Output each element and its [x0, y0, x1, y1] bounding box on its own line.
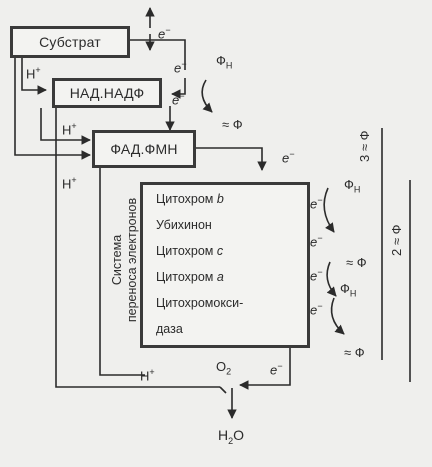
proton-label-4: Н+ [140, 367, 155, 384]
proton-line-3 [40, 108, 91, 145]
proton-label-2: Н+ [62, 121, 77, 138]
electron-line-1 [130, 39, 186, 70]
substrate-box: Субстрат [10, 26, 130, 58]
fad-box: ФАД.ФМН [92, 130, 196, 168]
oxygen-label: О2 [216, 359, 232, 377]
water-label: Н2О [218, 427, 245, 446]
phi-h-label-3: ФН [340, 281, 357, 299]
fad-label: ФАД.ФМН [110, 141, 178, 157]
phi-arrow-4 [330, 297, 345, 335]
phi-arrow-3 [326, 261, 337, 297]
electron-label-top: e− [158, 25, 171, 42]
substrate-label: Субстрат [39, 34, 101, 50]
proton-line-4 [55, 108, 220, 388]
proton-line-1 [21, 58, 47, 95]
proton-label-3: Н+ [62, 175, 77, 192]
electron-chain-label-3: e− [310, 267, 323, 284]
three-phi-label: 3 ≈ Ф [357, 130, 372, 162]
phi-arrow-1 [201, 79, 213, 113]
electron-chain-label-4: e− [310, 301, 323, 318]
electron-chain-label-2: e− [310, 233, 323, 250]
proton-line-5 [99, 168, 145, 376]
proton-label-1: Н+ [26, 65, 41, 82]
approx-phi-label-2: ≈ Ф [346, 255, 367, 270]
nad-label: НАД.НАДФ [69, 85, 145, 101]
chain-vertical-label: Система переноса электронов [110, 197, 139, 323]
electron-label-4: e− [282, 149, 295, 166]
approx-phi-label-1: ≈ Ф [222, 117, 243, 132]
phi-h-label-1: ФН [216, 53, 233, 71]
chain-item-cyt-c: Цитохром c [156, 244, 224, 258]
electron-line-1b [171, 78, 186, 99]
chain-item-oxidase-end: даза [156, 322, 183, 336]
phi-arrow-2 [323, 187, 335, 233]
electron-chain-label-1: e− [310, 195, 323, 212]
electron-chain-box [140, 182, 310, 348]
chain-item-cyt-b: Цитохром b [156, 192, 224, 206]
chain-item-cyt-a: Цитохром a [156, 270, 224, 284]
chain-item-ubiquinone: Убихинон [156, 218, 212, 232]
nad-box: НАД.НАДФ [52, 78, 162, 108]
electron-label-bottom: e− [270, 361, 283, 378]
chain-item-oxidase: Цитохромокси- [156, 296, 244, 310]
proton-line-2 [14, 58, 91, 160]
phi-h-label-2: ФН [344, 177, 361, 195]
electron-label-3: e− [172, 91, 185, 108]
proton-to-water [219, 386, 227, 394]
electron-line-4 [239, 348, 291, 390]
approx-phi-label-3: ≈ Ф [344, 345, 365, 360]
electron-line-3 [195, 147, 267, 171]
electron-label-2: e− [174, 59, 187, 76]
two-phi-label: 2 ≈ Ф [389, 224, 404, 256]
